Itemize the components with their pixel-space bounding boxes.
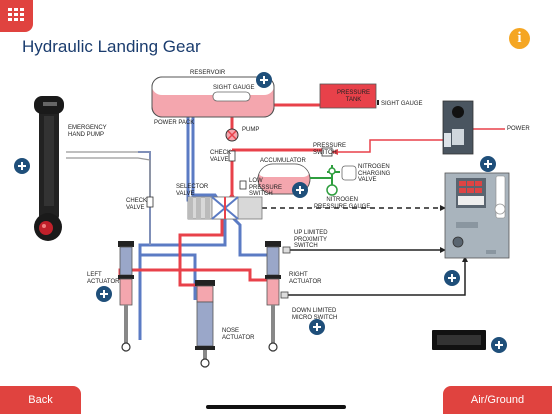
left-actuator-info-button[interactable] — [96, 286, 112, 302]
grid-menu-icon — [8, 8, 24, 21]
label-pump: PUMP — [242, 127, 260, 133]
label-sight-gauge-right: SIGHT GAUGE — [381, 101, 423, 107]
right-actuator — [265, 241, 281, 352]
label-sight-gauge: SIGHT GAUGE — [213, 85, 255, 91]
label-emergency-pump: EMERGENCY HAND PUMP — [68, 125, 107, 138]
home-indicator[interactable] — [206, 405, 346, 409]
panel-info-button[interactable] — [444, 270, 460, 286]
label-power: POWER — [507, 126, 530, 132]
reservoir-info-button[interactable] — [256, 72, 272, 88]
left-actuator — [118, 241, 134, 352]
pressure-switch — [321, 147, 333, 157]
power-switch-panel — [442, 100, 474, 155]
gear-control-panel — [444, 172, 510, 259]
power-info-button[interactable] — [480, 156, 496, 172]
sight-gauge — [212, 91, 251, 102]
check-valve-top — [228, 150, 236, 162]
emergency-hand-pump — [34, 96, 64, 241]
nose-actuator — [195, 280, 215, 368]
label-right-actuator: RIGHT ACTUATOR — [289, 272, 322, 285]
nitrogen-charging-valve — [328, 167, 336, 175]
label-low-pressure-switch: LOW PRESSURE SWITCH — [249, 178, 283, 197]
label-left-actuator: LEFT ACTUATOR — [87, 272, 120, 285]
label-nose-actuator: NOSE ACTUATOR — [222, 328, 255, 341]
label-pressure-switch: PRESSURE SWITCH — [313, 143, 347, 156]
info-icon[interactable]: i — [509, 28, 530, 49]
label-check-valve-left: CHECK VALVE — [126, 198, 148, 211]
grid-menu-button[interactable] — [0, 0, 33, 32]
low-pressure-switch — [239, 180, 247, 190]
label-check-valve-top: CHECK VALVE — [210, 150, 232, 163]
down-switch-info-button[interactable] — [309, 319, 325, 335]
nitrogen-pressure-gauge — [326, 184, 338, 196]
back-button[interactable]: Back — [0, 386, 81, 414]
pressure-tank — [319, 83, 377, 109]
label-up-limited-switch: UP LIMITED PROXIMITY SWITCH — [294, 230, 328, 249]
label-pressure-tank: PRESSURE TANK — [337, 90, 371, 103]
label-down-limited-switch: DOWN LIMITED MICRO SWITCH — [292, 308, 338, 321]
indicator-info-button[interactable] — [491, 337, 507, 353]
label-reservoir: RESERVOIR — [190, 70, 226, 76]
check-valve-left — [146, 196, 154, 208]
page-title: Hydraulic Landing Gear — [22, 37, 201, 56]
air-ground-button[interactable]: Air/Ground — [443, 386, 552, 414]
label-nitrogen-gauge: NITROGEN PRESSURE GAUGE — [314, 197, 371, 210]
accumulator-info-button[interactable] — [292, 182, 308, 198]
up-limited-switch — [282, 246, 291, 254]
label-accumulator: ACCUMULATOR — [260, 158, 306, 164]
down-limited-switch — [280, 291, 289, 299]
label-selector-valve: SELECTOR VALVE — [176, 184, 209, 197]
label-nitrogen-valve: NITROGEN CHARGING VALVE — [358, 164, 391, 183]
label-power-pack: POWER PACK — [154, 120, 195, 126]
hand-pump-info-button[interactable] — [14, 158, 30, 174]
